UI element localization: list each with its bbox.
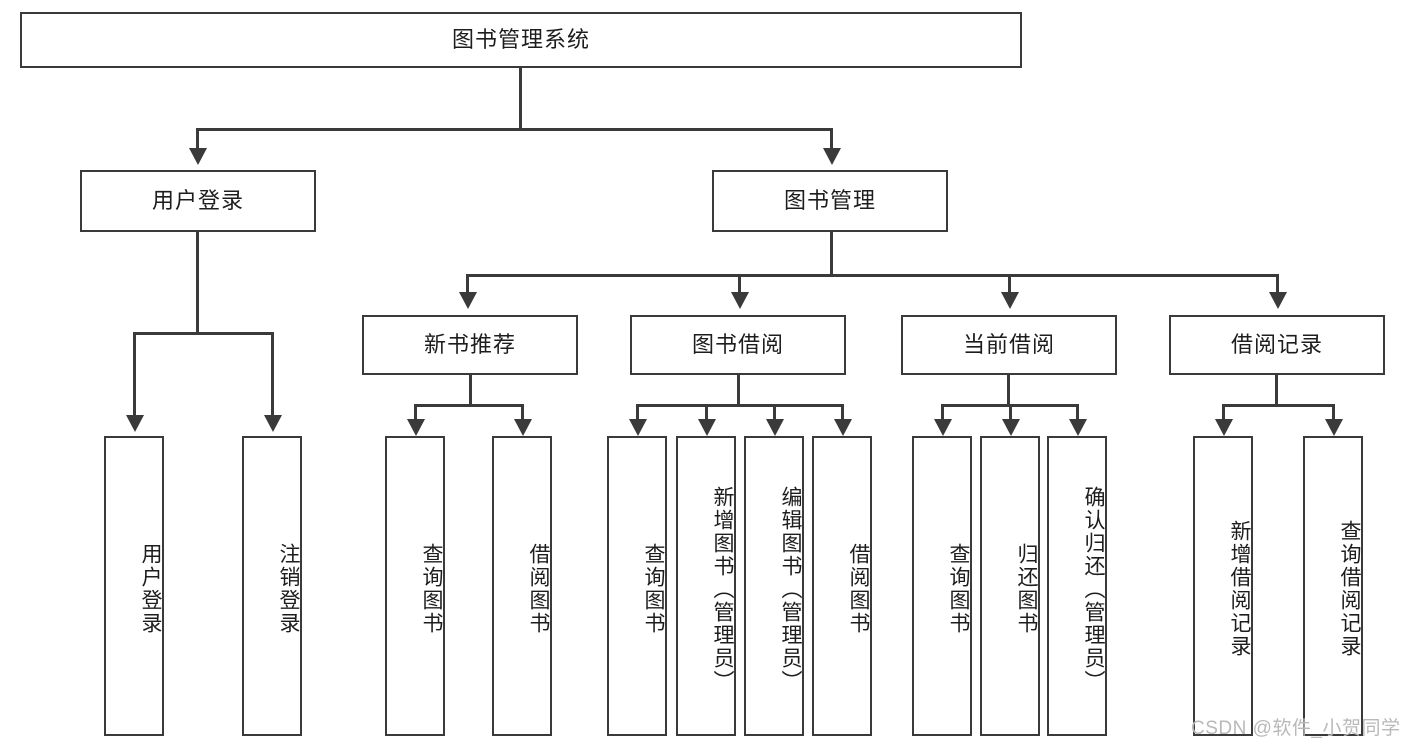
- connector-root-bar: [196, 128, 833, 131]
- node-label: 借阅记录: [1230, 331, 1323, 357]
- node-label: 归还图书: [1015, 543, 1038, 635]
- leaf-user-login[interactable]: 用户登录: [104, 436, 164, 736]
- arrowhead-book-manage-recommend: [459, 292, 477, 309]
- node-label: 查询借阅记录: [1338, 520, 1361, 658]
- connector-current-stem: [1007, 375, 1010, 407]
- leaf-logout[interactable]: 注销登录: [242, 436, 302, 736]
- arrowhead-user-login-leaf-2: [264, 415, 282, 432]
- connector-book-manage-stem: [830, 232, 833, 276]
- node-borrow-record[interactable]: 借阅记录: [1169, 315, 1385, 375]
- connector-record-stem: [1275, 375, 1278, 407]
- connector-root-to-user-login: [196, 128, 199, 150]
- connector-borrow-to-leaf-2: [705, 404, 708, 420]
- leaf-edit-book[interactable]: 编辑图书（管理员）: [744, 436, 804, 736]
- connector-borrow-to-leaf-4: [841, 404, 844, 420]
- connector-borrow-bar: [636, 404, 844, 407]
- arrowhead-root-to-book-manage: [823, 148, 841, 165]
- connector-current-to-leaf-2: [1009, 404, 1012, 420]
- connector-borrow-to-leaf-3: [773, 404, 776, 420]
- leaf-return-book[interactable]: 归还图书: [980, 436, 1040, 736]
- node-label: 图书管理: [783, 187, 876, 213]
- connector-current-to-leaf-1: [941, 404, 944, 420]
- node-label: 借阅图书: [527, 543, 550, 635]
- leaf-confirm-return[interactable]: 确认归还（管理员）: [1047, 436, 1107, 736]
- arrowhead-borrow-leaf-4: [834, 419, 852, 436]
- arrowhead-current-leaf-3: [1069, 419, 1087, 436]
- arrowhead-current-leaf-2: [1002, 419, 1020, 436]
- connector-record-to-leaf-2: [1332, 404, 1335, 420]
- arrowhead-book-manage-borrow: [731, 292, 749, 309]
- node-label: 新增图书（管理员）: [711, 485, 734, 693]
- node-label: 新书推荐: [423, 331, 516, 357]
- connector-user-login-to-leaf-2: [271, 332, 274, 417]
- arrowhead-borrow-leaf-3: [766, 419, 784, 436]
- connector-recommend-bar: [414, 404, 524, 407]
- arrowhead-borrow-leaf-2: [698, 419, 716, 436]
- connector-recommend-to-leaf-2: [521, 404, 524, 420]
- node-label: 注销登录: [277, 543, 300, 635]
- node-label: 用户登录: [139, 543, 162, 635]
- connector-recommend-to-leaf-1: [414, 404, 417, 420]
- arrowhead-recommend-leaf-1: [407, 419, 425, 436]
- leaf-query-book-current[interactable]: 查询图书: [912, 436, 972, 736]
- node-label: 新增借阅记录: [1228, 520, 1251, 658]
- connector-book-manage-to-current: [1008, 274, 1011, 294]
- connector-recommend-stem: [469, 375, 472, 407]
- leaf-query-book-borrow[interactable]: 查询图书: [607, 436, 667, 736]
- arrowhead-book-manage-record: [1269, 292, 1287, 309]
- connector-record-to-leaf-1: [1222, 404, 1225, 420]
- connector-root-to-book-manage: [830, 128, 833, 150]
- leaf-query-book-recommend[interactable]: 查询图书: [385, 436, 445, 736]
- arrowhead-borrow-leaf-1: [629, 419, 647, 436]
- connector-current-to-leaf-3: [1076, 404, 1079, 420]
- arrowhead-root-to-user-login: [189, 148, 207, 165]
- connector-user-login-to-leaf-1: [133, 332, 136, 417]
- node-book-manage[interactable]: 图书管理: [712, 170, 948, 232]
- connector-borrow-to-leaf-1: [636, 404, 639, 420]
- node-root-book-management-system[interactable]: 图书管理系统: [20, 12, 1022, 68]
- node-label: 查询图书: [420, 543, 443, 635]
- node-user-login[interactable]: 用户登录: [80, 170, 316, 232]
- csdn-watermark: CSDN @软件_小贺同学: [1191, 718, 1401, 739]
- node-label: 查询图书: [642, 543, 665, 635]
- connector-borrow-stem: [737, 375, 740, 407]
- connector-record-bar: [1222, 404, 1335, 407]
- connector-root-stem: [519, 68, 522, 130]
- leaf-add-borrow-record[interactable]: 新增借阅记录: [1193, 436, 1253, 736]
- connector-book-manage-to-borrow: [738, 274, 741, 294]
- arrowhead-user-login-leaf-1: [126, 415, 144, 432]
- connector-book-manage-to-recommend: [466, 274, 469, 294]
- node-book-borrow[interactable]: 图书借阅: [630, 315, 846, 375]
- arrowhead-recommend-leaf-2: [514, 419, 532, 436]
- leaf-add-book[interactable]: 新增图书（管理员）: [676, 436, 736, 736]
- node-current-borrow[interactable]: 当前借阅: [901, 315, 1117, 375]
- node-label: 图书借阅: [691, 331, 784, 357]
- arrowhead-record-leaf-1: [1215, 419, 1233, 436]
- node-label: 借阅图书: [847, 543, 870, 635]
- leaf-borrow-book-recommend[interactable]: 借阅图书: [492, 436, 552, 736]
- node-label: 当前借阅: [962, 331, 1055, 357]
- node-label: 图书管理系统: [451, 26, 590, 52]
- arrowhead-book-manage-current: [1001, 292, 1019, 309]
- connector-book-manage-to-record: [1276, 274, 1279, 294]
- node-label: 用户登录: [151, 187, 244, 213]
- node-new-book-recommend[interactable]: 新书推荐: [362, 315, 578, 375]
- leaf-query-borrow-record[interactable]: 查询借阅记录: [1303, 436, 1363, 736]
- connector-book-manage-bar: [466, 274, 1279, 277]
- node-label: 确认归还（管理员）: [1082, 485, 1105, 693]
- arrowhead-record-leaf-2: [1325, 419, 1343, 436]
- arrowhead-current-leaf-1: [934, 419, 952, 436]
- node-label: 查询图书: [947, 543, 970, 635]
- leaf-borrow-book[interactable]: 借阅图书: [812, 436, 872, 736]
- node-label: 编辑图书（管理员）: [779, 485, 802, 693]
- connector-user-login-bar: [133, 332, 271, 335]
- connector-user-login-stem: [196, 232, 199, 334]
